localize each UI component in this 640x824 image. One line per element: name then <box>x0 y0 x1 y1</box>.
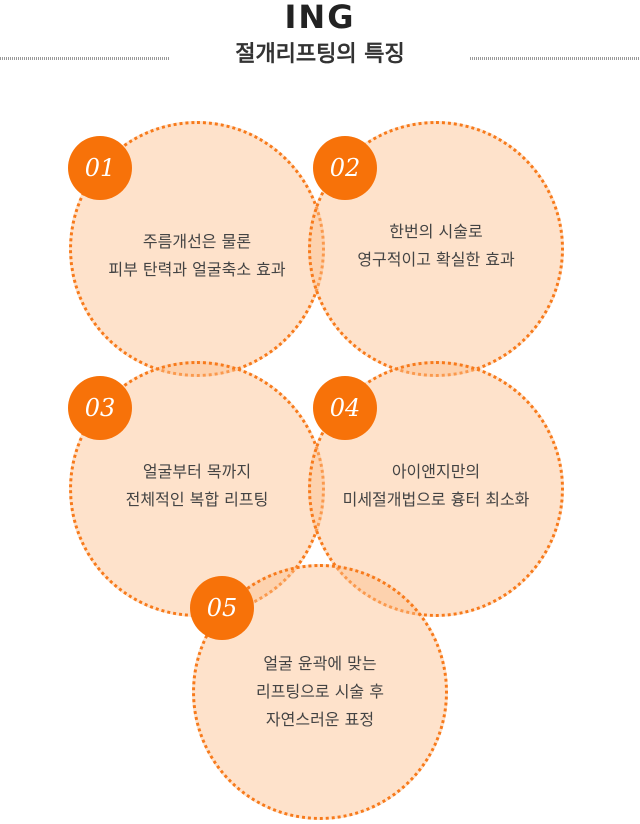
number-badge-01: 01 <box>68 136 132 200</box>
number-badge-04: 04 <box>313 376 377 440</box>
page-title: 절개리프팅의 특징 <box>235 42 405 67</box>
number-badge-05: 05 <box>190 576 254 640</box>
number-badge-03: 03 <box>68 376 132 440</box>
feature-text: 얼굴 윤곽에 맞는 리프팅으로 시술 후 자연스러운 표정 <box>256 654 384 729</box>
feature-text: 아이앤지만의 미세절개법으로 흉터 최소화 <box>342 462 530 509</box>
feature-text: 얼굴부터 목까지 전체적인 복합 리프팅 <box>125 462 269 509</box>
feature-text: 주름개선은 물론 피부 탄력과 얼굴축소 효과 <box>108 232 286 279</box>
feature-text: 한번의 시술로 영구적이고 확실한 효과 <box>357 222 515 269</box>
feature-circle-1: 주름개선은 물론 피부 탄력과 얼굴축소 효과 <box>69 121 325 377</box>
divider-left <box>0 57 170 60</box>
brand-logo: ING <box>284 0 356 36</box>
number-badge-02: 02 <box>313 136 377 200</box>
divider-right <box>470 57 640 60</box>
